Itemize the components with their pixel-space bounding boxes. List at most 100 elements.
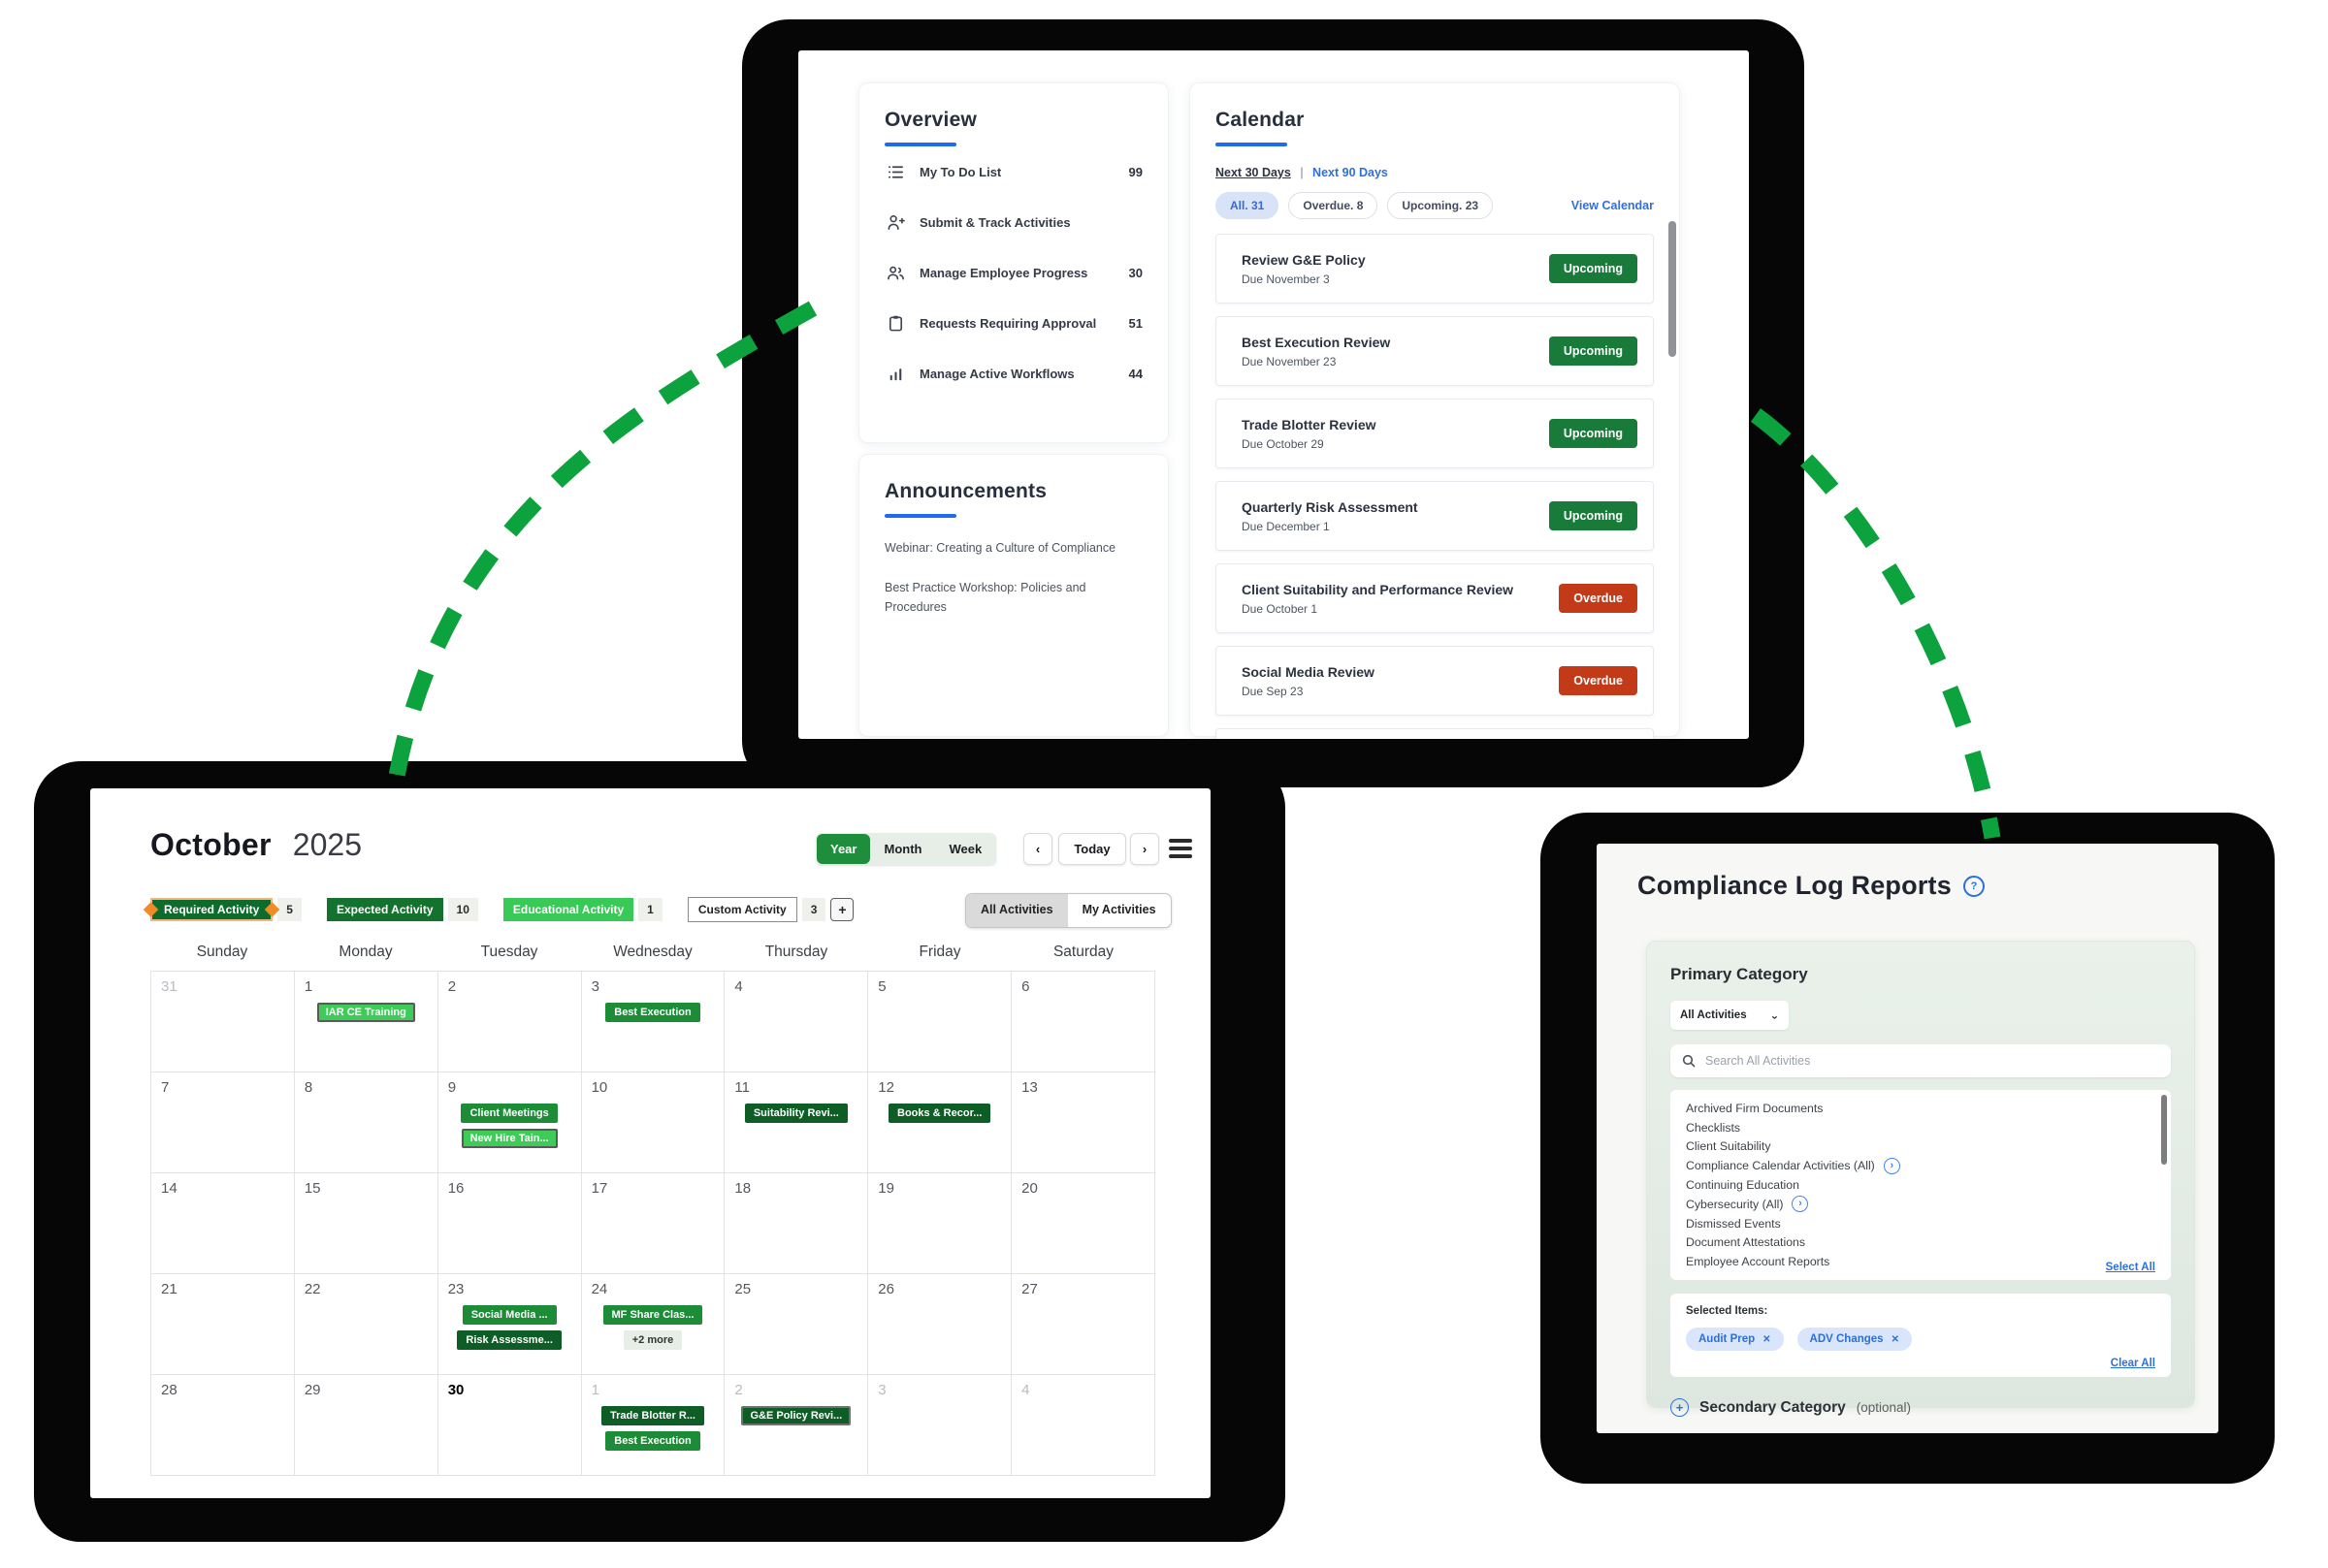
next-30-days-link[interactable]: Next 30 Days [1215,166,1291,179]
selected-chip-adv-changes[interactable]: ADV Changes ✕ [1796,1328,1912,1351]
calendar-event-pill[interactable]: MF Share Clas... [602,1305,703,1325]
category-list-item[interactable]: Compliance Calendar Activities (All)› [1686,1156,2155,1175]
expand-chevron-icon[interactable]: › [1792,1196,1809,1213]
remove-chip-icon[interactable]: ✕ [1762,1333,1771,1345]
legend-custom[interactable]: Custom Activity 3 + [687,897,855,922]
clear-all-link[interactable]: Clear All [2110,1358,2155,1369]
calendar-day-cell[interactable]: 15 [294,1173,438,1274]
overview-item-employee-progress[interactable]: Manage Employee Progress 30 [885,247,1143,298]
overview-item-submit-track[interactable]: Submit & Track Activities [885,197,1143,247]
calendar-day-cell[interactable]: 20 [1012,1173,1155,1274]
secondary-category-row[interactable]: + Secondary Category (optional) [1670,1398,2171,1417]
legend-educational[interactable]: Educational Activity 1 [502,898,663,921]
category-list-item[interactable]: Continuing Education [1686,1175,2155,1195]
overview-item-active-workflows[interactable]: Manage Active Workflows 44 [885,348,1143,399]
category-list-item[interactable]: Employee Account Reports [1686,1252,2155,1271]
calendar-day-cell[interactable]: 17 [581,1173,726,1274]
calendar-event-pill[interactable]: Best Execution [605,1431,700,1451]
all-activities-tab[interactable]: All Activities [966,894,1068,927]
calendar-event-pill[interactable]: Risk Assessme... [457,1330,562,1350]
legend-expected[interactable]: Expected Activity 10 [326,898,478,921]
legend-required[interactable]: Required Activity 5 [143,898,302,921]
calendar-day-cell[interactable]: 6 [1012,972,1155,1072]
calendar-day-cell[interactable]: 21 [151,1274,295,1375]
expand-chevron-icon[interactable]: › [1883,1157,1900,1174]
calendar-event-pill[interactable]: Social Media ... [462,1305,557,1325]
calendar-day-cell[interactable]: 27 [1012,1274,1155,1375]
scrollbar-thumb[interactable] [2161,1095,2167,1165]
calendar-day-cell[interactable]: 30 [437,1375,582,1476]
calendar-event-pill[interactable]: New Hire Tain... [461,1129,558,1148]
calendar-day-cell[interactable]: 4 [725,972,869,1072]
calendar-day-cell[interactable]: 14 [151,1173,295,1274]
todo-card[interactable]: Trade Blotter Review Due October 29 Upco… [1215,399,1654,468]
search-box[interactable] [1670,1044,2171,1077]
calendar-day-cell[interactable]: 10 [581,1072,726,1173]
add-activity-button[interactable]: + [830,898,855,921]
calendar-event-pill[interactable]: G&E Policy Revi... [741,1406,852,1425]
filter-pill-overdue[interactable]: Overdue. 8 [1288,192,1378,219]
category-list-item[interactable]: Cybersecurity (All)› [1686,1195,2155,1214]
next-90-days-link[interactable]: Next 90 Days [1312,166,1388,179]
calendar-event-pill[interactable]: Best Execution [605,1003,700,1022]
view-calendar-link[interactable]: View Calendar [1570,199,1654,212]
view-toggle-month[interactable]: Month [884,842,922,856]
overview-item-my-to-do-list[interactable]: My To Do List 99 [885,146,1143,197]
today-button[interactable]: Today [1058,833,1126,865]
announcement-item[interactable]: Webinar: Creating a Culture of Complianc… [885,541,1116,555]
todo-card[interactable]: Review G&E Policy Due November 3 Upcomin… [1215,234,1654,304]
category-list-item[interactable]: Checklists [1686,1118,2155,1137]
todo-card[interactable]: Social Media Review Due Sep 23 Overdue [1215,646,1654,716]
calendar-day-cell[interactable]: 16 [437,1173,582,1274]
calendar-event-pill[interactable]: Suitability Revi... [744,1104,848,1123]
calendar-day-cell[interactable]: 19 [868,1173,1013,1274]
calendar-day-cell[interactable]: 5 [868,972,1013,1072]
announcement-item[interactable]: Best Practice Workshop: Policies and Pro… [885,581,1086,614]
calendar-day-cell[interactable]: 18 [725,1173,869,1274]
calendar-day-cell[interactable]: 25 [725,1274,869,1375]
more-events-pill[interactable]: +2 more [623,1330,683,1350]
menu-icon[interactable] [1169,839,1192,858]
category-list-item[interactable]: Document Attestations [1686,1233,2155,1253]
calendar-day-cell[interactable]: 2 [437,972,582,1072]
category-list-item[interactable]: Archived Firm Documents [1686,1099,2155,1118]
calendar-day-cell[interactable]: 4 [1012,1375,1155,1476]
calendar-event-pill[interactable]: Trade Blotter R... [600,1406,704,1425]
calendar-event-pill[interactable]: IAR CE Training [316,1003,415,1022]
calendar-day-cell[interactable]: 26 [868,1274,1013,1375]
calendar-day-cell[interactable]: 22 [294,1274,438,1375]
search-input[interactable] [1703,1053,2159,1069]
category-list-item[interactable]: Client Suitability [1686,1137,2155,1157]
todo-card[interactable]: Client Suitability and Performance Revie… [1215,563,1654,633]
next-month-button[interactable]: › [1130,833,1159,865]
todo-card[interactable]: Best Execution Review Due November 23 Up… [1215,316,1654,386]
calendar-day-cell[interactable]: 3 [868,1375,1013,1476]
filter-pill-all[interactable]: All. 31 [1215,192,1279,219]
remove-chip-icon[interactable]: ✕ [1891,1333,1899,1345]
select-all-link[interactable]: Select All [2105,1262,2155,1273]
help-icon[interactable]: ? [1962,875,1985,897]
my-activities-tab[interactable]: My Activities [1082,903,1156,916]
prev-month-button[interactable]: ‹ [1023,833,1052,865]
view-toggle-week[interactable]: Week [949,842,983,856]
category-select[interactable]: All Activities ⌄ [1670,1001,1789,1030]
todo-card[interactable]: Quarterly Risk Assessment Due December 1… [1215,481,1654,551]
calendar-day-cell[interactable]: 8 [294,1072,438,1173]
category-list-item[interactable]: Dismissed Events [1686,1214,2155,1233]
calendar-event-pill[interactable]: Client Meetings [461,1104,558,1123]
calendar-day-cell[interactable]: 29 [294,1375,438,1476]
scrollbar-thumb[interactable] [1668,221,1676,357]
calendar-day-cell[interactable]: 7 [151,1072,295,1173]
selected-chip-audit-prep[interactable]: Audit Prep ✕ [1686,1328,1784,1351]
filter-pill-upcoming[interactable]: Upcoming. 23 [1387,192,1494,219]
view-toggle-year[interactable]: Year [817,834,871,864]
